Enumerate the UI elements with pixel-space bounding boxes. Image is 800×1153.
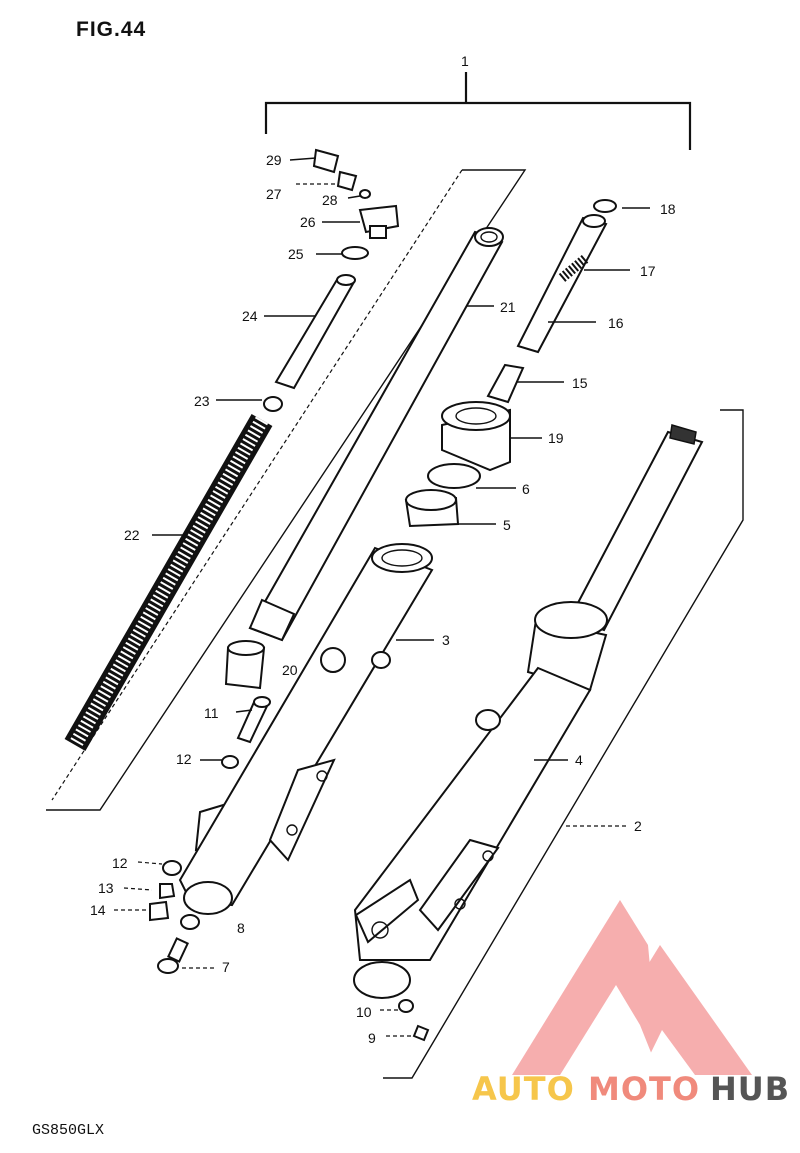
callout-21: 21 <box>500 299 516 315</box>
callout-17: 17 <box>640 263 656 279</box>
callout-9: 9 <box>368 1030 376 1046</box>
callout-24: 24 <box>242 308 258 324</box>
cap-bolt-26 <box>358 204 400 239</box>
oil-seal-5 <box>404 489 460 528</box>
callout-11: 11 <box>204 705 219 721</box>
callout-23: 23 <box>194 393 210 409</box>
callout-7: 7 <box>222 959 230 975</box>
bolt-7 <box>157 937 189 974</box>
bolt-11 <box>236 696 271 744</box>
callout-22: 22 <box>124 527 140 543</box>
callout-6: 6 <box>522 481 530 497</box>
callout-28: 28 <box>322 192 338 208</box>
callout-12-upper: 12 <box>176 751 192 767</box>
figure-title: FIG.44 <box>76 18 147 41</box>
callout-20: 20 <box>282 662 298 678</box>
callout-12-lower: 12 <box>112 855 128 871</box>
callout-16: 16 <box>608 315 624 331</box>
bushing-20 <box>224 640 266 690</box>
model-code: GS850GLX <box>32 1122 105 1139</box>
fork-assembly-2 <box>353 424 704 999</box>
callout-14: 14 <box>90 902 106 918</box>
spacer-24 <box>274 274 356 390</box>
watermark-moto: MOTO <box>588 1070 701 1108</box>
callout-25: 25 <box>288 246 304 262</box>
damper-rod-16 <box>516 214 608 354</box>
callout-5: 5 <box>503 517 511 533</box>
callout-26: 26 <box>300 214 316 230</box>
watermark-auto: AUTO <box>472 1070 575 1108</box>
callout-1: 1 <box>461 53 469 69</box>
watermark-hub: HUB <box>710 1070 791 1108</box>
callout-27: 27 <box>266 186 282 202</box>
dust-seal-19 <box>441 401 511 472</box>
automotohub-logo <box>512 900 752 1075</box>
callout-4: 4 <box>575 752 583 768</box>
callout-3: 3 <box>442 632 450 648</box>
callout-19: 19 <box>548 430 564 446</box>
callout-10: 10 <box>356 1004 372 1020</box>
callout-18: 18 <box>660 201 676 217</box>
callout-13: 13 <box>98 880 114 896</box>
outer-tube-3 <box>178 543 434 915</box>
inner-tube-21 <box>248 227 504 642</box>
fork-spring-22 <box>64 414 273 751</box>
callout-15: 15 <box>572 375 588 391</box>
callout-29: 29 <box>266 152 282 168</box>
callout-8: 8 <box>237 920 245 936</box>
callout-2: 2 <box>634 818 642 834</box>
